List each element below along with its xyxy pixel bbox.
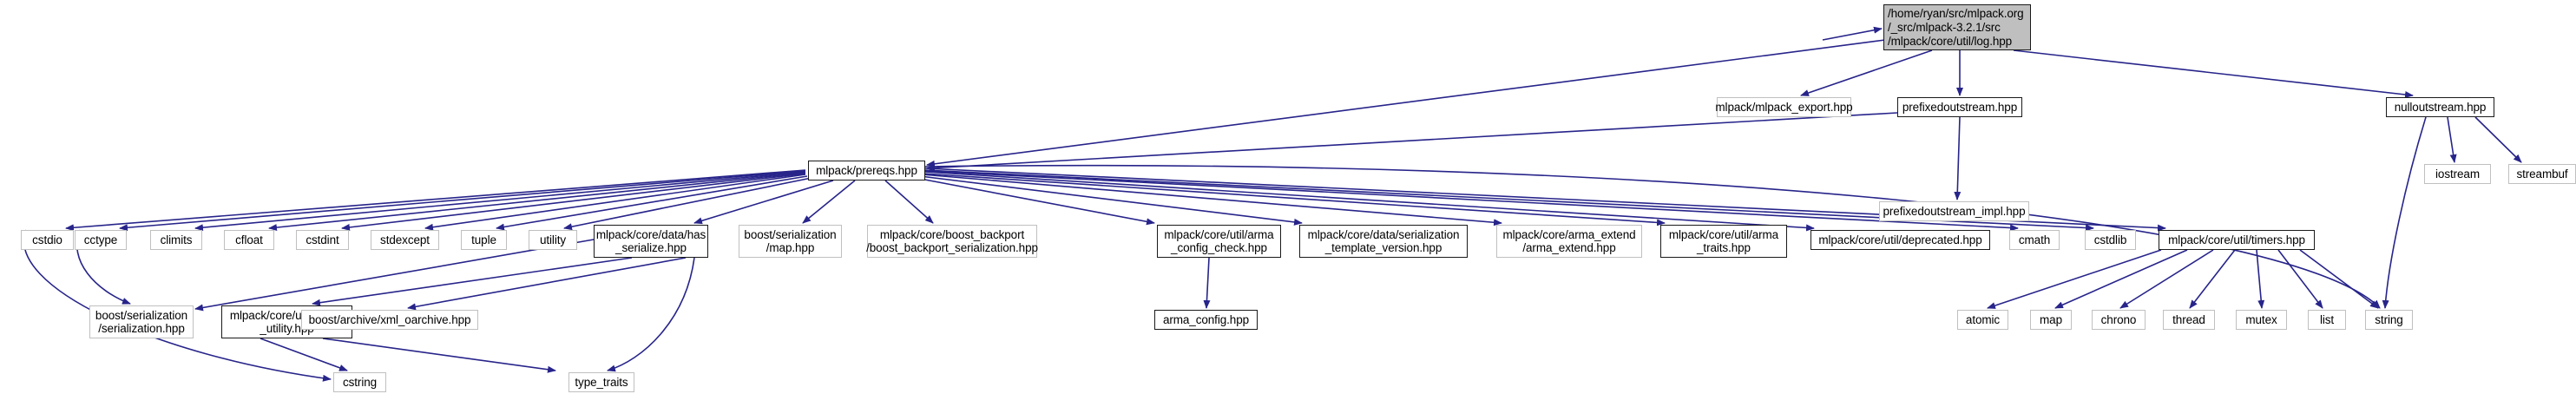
- edge-timers-to-atomic: [1987, 249, 2162, 309]
- edge-prereqs-to-cstdio: [65, 169, 806, 232]
- edge-has_serialize-to-boost_ser: [194, 239, 595, 312]
- edge-sfinae-to-type_traits: [322, 338, 556, 373]
- graph-node-root[interactable]: /home/ryan/src/mlpack.org /_src/mlpack-3…: [1883, 4, 2031, 50]
- edge-prereqs-to-arma_cfg_chk: [915, 177, 1155, 226]
- graph-node-arma_extend[interactable]: mlpack/core/arma_extend /arma_extend.hpp: [1496, 225, 1642, 258]
- graph-node-map[interactable]: map: [2030, 310, 2072, 330]
- edge-prereqs-to-boost_map: [802, 180, 856, 224]
- graph-node-nullout[interactable]: nulloutstream.hpp: [2386, 97, 2494, 117]
- edge-prefixed-to-prereqs: [926, 112, 1898, 172]
- edge-sfinae-to-cstring: [260, 338, 348, 371]
- edge-prereqs-to-cmath: [924, 170, 2019, 232]
- graph-node-deprecated[interactable]: mlpack/core/util/deprecated.hpp: [1810, 230, 1990, 250]
- graph-node-arma_config[interactable]: arma_config.hpp: [1154, 310, 1258, 330]
- edge-prereqs-to-boost_bp: [884, 180, 934, 224]
- graph-node-has_serialize[interactable]: mlpack/core/data/has _serialize.hpp: [594, 225, 708, 258]
- graph-node-xml_oarch[interactable]: boost/archive/xml_oarchive.hpp: [301, 310, 478, 330]
- graph-node-timers[interactable]: mlpack/core/util/timers.hpp: [2159, 230, 2315, 250]
- edge-prereqs-to-cstdint: [341, 173, 806, 231]
- edge-root-to-nullout: [2013, 49, 2414, 98]
- graph-node-climits[interactable]: climits: [150, 230, 202, 250]
- edge-prereqs-to-arma_extend: [921, 174, 1502, 226]
- edge-timers-to-list: [2277, 249, 2323, 309]
- graph-node-cstdio[interactable]: cstdio: [21, 230, 74, 250]
- graph-node-cfloat[interactable]: cfloat: [224, 230, 274, 250]
- edge-prereqs-to-stdexcept: [424, 174, 806, 231]
- edge-prereqs-to-tuple: [496, 175, 808, 231]
- graph-node-list[interactable]: list: [2308, 310, 2346, 330]
- graph-node-boost_map[interactable]: boost/serialization /map.hpp: [739, 225, 842, 258]
- graph-node-arma_cfg_chk[interactable]: mlpack/core/util/arma _config_check.hpp: [1157, 225, 1281, 258]
- edge-nullout-to-streambuf: [2474, 116, 2522, 163]
- edge-nullout-to-iostream: [2447, 116, 2457, 163]
- edge-timers-to-string: [2299, 249, 2379, 309]
- edge-timers-to-thread: [2189, 249, 2236, 309]
- graph-node-prefimpl[interactable]: prefixedoutstream_impl.hpp: [1879, 201, 2029, 221]
- graph-node-streambuf[interactable]: streambuf: [2508, 164, 2576, 184]
- graph-node-stdexcept[interactable]: stdexcept: [371, 230, 439, 250]
- graph-node-type_traits[interactable]: type_traits: [568, 372, 634, 392]
- edge-prereqs-to-has_serialize: [693, 180, 834, 225]
- graph-node-chrono[interactable]: chrono: [2092, 310, 2146, 330]
- graph-node-tuple[interactable]: tuple: [461, 230, 507, 250]
- graph-node-export[interactable]: mlpack/mlpack_export.hpp: [1715, 97, 1853, 117]
- edge-prereqs-to-climits: [194, 171, 806, 232]
- edge-prereqs-to-utility: [563, 177, 812, 231]
- graph-node-prefixed[interactable]: prefixedoutstream.hpp: [1897, 97, 2022, 117]
- edge-prereqs-to-ser_tmpl: [919, 175, 1303, 226]
- graph-node-utility[interactable]: utility: [529, 230, 577, 250]
- graph-node-string[interactable]: string: [2365, 310, 2413, 330]
- edge-nullout-to-string: [2382, 116, 2427, 309]
- graph-node-cctype[interactable]: cctype: [75, 230, 127, 250]
- edge-root-to-export: [1800, 49, 1933, 96]
- graph-node-iostream[interactable]: iostream: [2424, 164, 2491, 184]
- graph-node-ser_tmpl[interactable]: mlpack/core/data/serialization _template…: [1299, 225, 1468, 258]
- edge-prereqs-to-arma_traits: [923, 173, 1666, 226]
- graph-node-cstdlib[interactable]: cstdlib: [2085, 230, 2136, 250]
- graph-node-cmath[interactable]: cmath: [2009, 230, 2060, 250]
- graph-node-atomic[interactable]: atomic: [1957, 310, 2008, 330]
- edge-has_serialize-to-sfinae: [312, 257, 633, 306]
- edge-external-left-to-root: [1822, 26, 1883, 41]
- graph-node-arma_traits[interactable]: mlpack/core/util/arma _traits.hpp: [1660, 225, 1787, 258]
- edge-prereqs-to-deprecated: [924, 171, 1815, 232]
- edge-prefixed-to-prefimpl: [1954, 116, 1962, 200]
- edge-has_serialize-to-xml_oarch: [407, 257, 687, 311]
- edge-prereqs-to-cctype: [119, 170, 806, 232]
- graph-node-prereqs[interactable]: mlpack/prereqs.hpp: [808, 161, 925, 181]
- edge-timers-to-chrono: [2119, 249, 2214, 309]
- graph-node-mutex[interactable]: mutex: [2236, 310, 2287, 330]
- graph-node-boost_bp[interactable]: mlpack/core/boost_backport /boost_backpo…: [866, 225, 1038, 258]
- edge-has_serialize-to-type_traits: [607, 257, 695, 372]
- edge-timers-to-map: [2054, 249, 2188, 309]
- graph-node-cstring[interactable]: cstring: [333, 372, 386, 392]
- edge-arma_cfg_chk-to-arma_config: [1203, 257, 1211, 309]
- graph-node-boost_ser[interactable]: boost/serialization /serialization.hpp: [89, 305, 194, 338]
- edge-cstdio-to-cstring: [23, 229, 332, 382]
- edge-timers-to-mutex: [2256, 249, 2265, 309]
- edge-prereqs-to-cfloat: [268, 172, 806, 232]
- graph-node-thread[interactable]: thread: [2163, 310, 2215, 330]
- graph-node-cstdint[interactable]: cstdint: [296, 230, 349, 250]
